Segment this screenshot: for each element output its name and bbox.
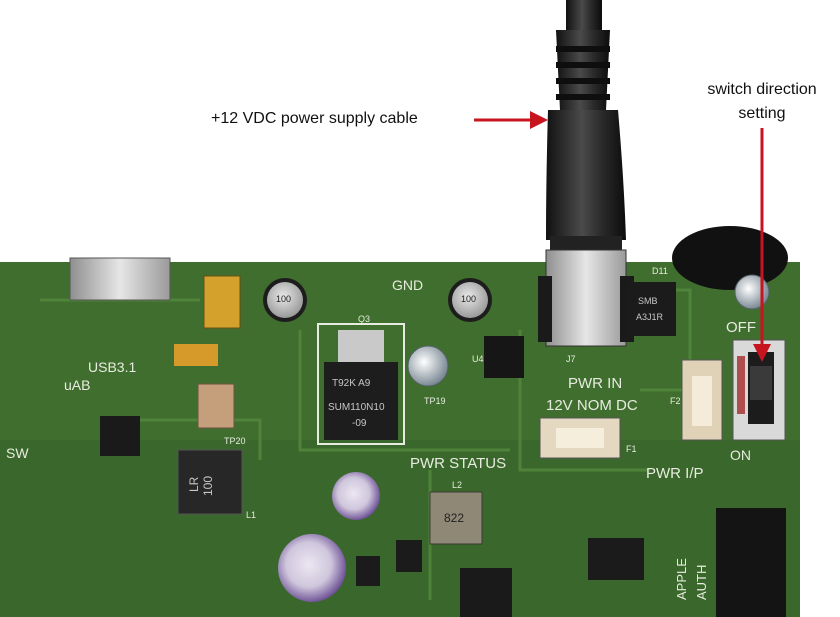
purple-capacitor-small xyxy=(332,472,380,520)
black-knob xyxy=(672,226,788,290)
silk-pwr-in-2: 12V NOM DC xyxy=(546,397,638,414)
ceramic-block xyxy=(197,383,235,429)
diode-marking-1: SMB xyxy=(638,296,658,306)
cable-plug-collar xyxy=(550,236,622,250)
silk-f1: F1 xyxy=(626,444,637,454)
dip-switch xyxy=(174,344,218,366)
cable-plug-body xyxy=(546,110,626,240)
silkscreen: GND USB3.1 uAB SW PWR IN 12V NOM DC PWR … xyxy=(6,266,756,600)
silk-apple: APPLE xyxy=(674,558,689,600)
chip-lm5175 xyxy=(588,538,644,580)
silk-l2: L2 xyxy=(452,480,462,490)
inductor-l2 xyxy=(429,491,483,545)
switch-annotation: switch direction setting xyxy=(690,78,834,126)
switch-red-marker xyxy=(737,356,745,414)
cap-a-marking: 100 xyxy=(276,294,291,304)
chip-u9 xyxy=(100,416,140,456)
purple-capacitor-large xyxy=(278,534,346,602)
silk-off: OFF xyxy=(726,319,756,336)
silk-pwr-ip: PWR I/P xyxy=(646,465,704,482)
cable-annotation: +12 VDC power supply cable xyxy=(211,110,418,127)
silk-tp19: TP19 xyxy=(424,396,446,406)
mosfet-marking-1: T92K A9 xyxy=(332,378,371,389)
silk-usb: USB3.1 xyxy=(88,359,136,375)
silk-pwr-status: PWR STATUS xyxy=(410,455,506,472)
inductor-lr-marking: LR xyxy=(187,476,201,492)
cable-ridges xyxy=(556,46,610,100)
mosfet-tab xyxy=(338,330,384,364)
diode-marking-2: A3J1R xyxy=(636,312,664,322)
silk-tp20: TP20 xyxy=(224,436,246,446)
arrow-switch xyxy=(753,128,771,362)
switch-slider xyxy=(750,366,772,400)
diode-d11 xyxy=(628,282,676,336)
inductor-l1 xyxy=(177,449,243,515)
cap-b-marking: 100 xyxy=(461,294,476,304)
jack-side-left xyxy=(538,276,552,342)
power-cable xyxy=(566,0,602,30)
dark-component-markings: 100 LR T92K A9 SUM110N10 -09 SMB A3J1R xyxy=(187,296,664,496)
silk-u4: U4 xyxy=(472,354,484,364)
component-markings: 100 100 822 xyxy=(276,294,476,525)
mosfet-marking-2: SUM110N10 xyxy=(328,402,385,413)
mosfet-body xyxy=(324,362,398,440)
silk-sw: SW xyxy=(6,445,29,461)
silk-j7: J7 xyxy=(566,354,576,364)
capacitor-100-b-top xyxy=(452,282,488,318)
switch-annotation-line1: switch direction xyxy=(707,81,817,98)
standoff-center xyxy=(407,345,449,387)
header-connector xyxy=(716,508,786,617)
arrow-cable xyxy=(474,111,548,129)
silk-on: ON xyxy=(730,447,751,463)
silk-f2: F2 xyxy=(670,396,681,406)
chip-u4 xyxy=(484,336,524,378)
chip-q5 xyxy=(356,556,380,586)
standoff-right xyxy=(734,274,770,310)
chip-u12 xyxy=(396,540,422,572)
silk-gnd: GND xyxy=(392,277,423,293)
silk-d11: D11 xyxy=(652,266,668,276)
fuse-f2-inner xyxy=(692,376,712,426)
usb-connector xyxy=(69,257,171,301)
inductor-marking: 100 xyxy=(201,476,215,496)
power-jack-j7 xyxy=(545,249,627,347)
silk-q3: Q3 xyxy=(358,314,370,324)
mosfet-outline xyxy=(317,323,405,445)
silk-l1: L1 xyxy=(246,510,256,520)
fuse-f1-inner xyxy=(556,428,604,448)
tantalum-capacitor xyxy=(203,275,241,329)
silk-pwr-in-1: PWR IN xyxy=(568,375,622,392)
capacitor-100-a-top xyxy=(267,282,303,318)
chip-lm5140 xyxy=(460,568,512,617)
switch-annotation-line2: setting xyxy=(738,105,786,122)
l2-marking: 822 xyxy=(444,511,464,525)
silk-uab: uAB xyxy=(64,377,90,393)
mosfet-marking-3: -09 xyxy=(352,418,367,429)
pcb-dark-region xyxy=(0,440,800,617)
silk-auth: AUTH xyxy=(694,565,709,600)
